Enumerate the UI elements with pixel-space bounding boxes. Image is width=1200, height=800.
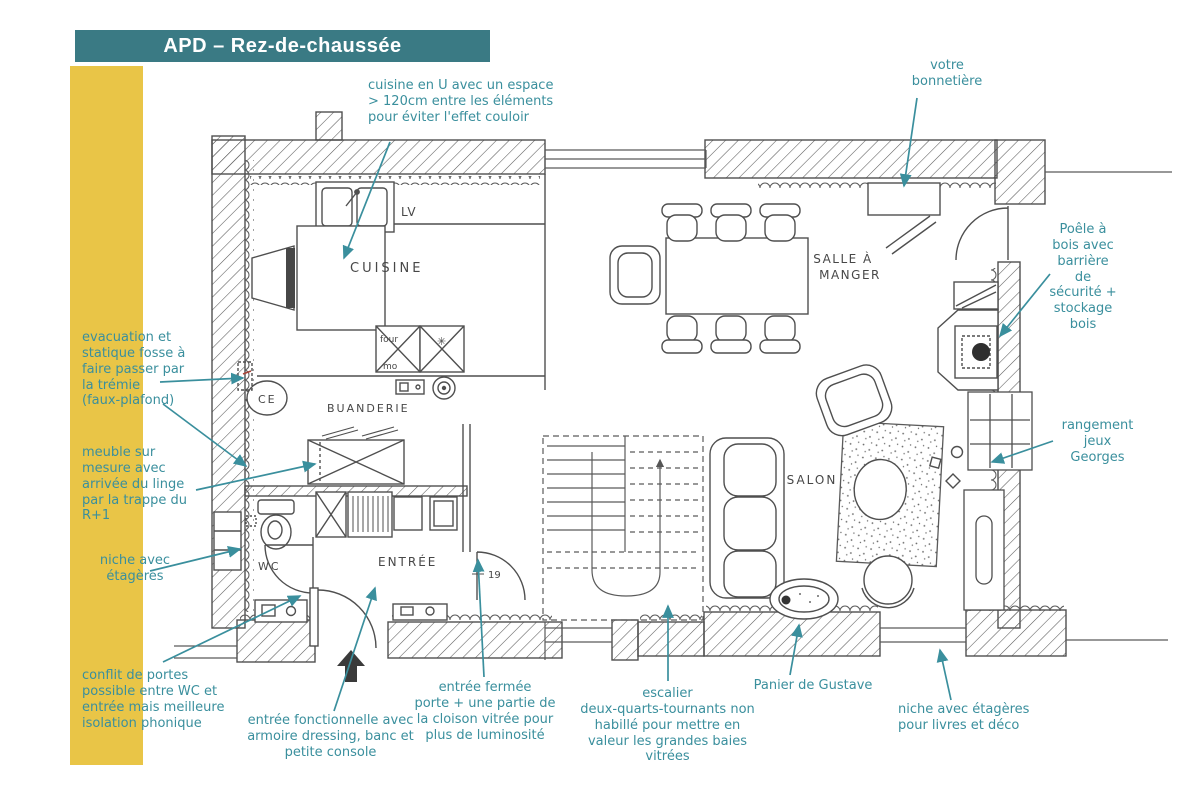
label-buanderie: BUANDERIE — [327, 402, 410, 415]
annotation-bonnetiere: votre bonnetière — [911, 58, 983, 89]
label-wc: WC — [258, 560, 281, 573]
dining-table — [665, 237, 809, 315]
label-ce: CE — [258, 393, 277, 406]
oven-microwave-column — [375, 325, 465, 373]
page-title: APD – Rez-de-chaussée — [75, 30, 490, 62]
annotation-meuble-linge: meuble sur mesure avec arrivée du linge … — [82, 445, 187, 524]
armchair-bottom — [861, 555, 915, 609]
laundry-appliances — [395, 376, 456, 400]
wc-room — [213, 499, 314, 623]
back-door — [955, 206, 1009, 261]
dining-chairs — [661, 203, 801, 354]
label-cuisine: CUISINE — [350, 261, 423, 276]
entry-storage — [315, 491, 458, 538]
water-heater — [246, 380, 288, 416]
annotation-entree-fonctionnelle: entrée fonctionnelle avec armoire dressi… — [247, 713, 414, 760]
kitchen — [237, 174, 546, 416]
annotation-evacuation: evacuation et statique fosse à faire pas… — [82, 330, 186, 409]
annotation-escalier: escalier deux-quarts-tournants non habil… — [580, 686, 755, 765]
wood-stove — [937, 281, 999, 391]
wc-door — [264, 544, 314, 594]
label-mo: mo — [383, 362, 398, 372]
annotation-cuisine-u: cuisine en U avec un espace > 120cm entr… — [368, 78, 554, 125]
rug — [835, 420, 945, 568]
books-niche — [963, 489, 1005, 611]
decor-side-tables — [928, 445, 964, 489]
label-four: four — [380, 335, 398, 345]
label-entree: ENTRÉE — [378, 554, 437, 569]
plan-labels: LV CUISINE four mo ✳ CE BUANDERIE WC ENT… — [258, 205, 881, 581]
toilet — [257, 499, 295, 515]
front-door-leaf — [309, 587, 319, 647]
annotation-niche-etageres: niche avec étagères — [99, 553, 171, 584]
annotation-niche-livres: niche avec étagères pour livres et déco — [898, 702, 1030, 733]
annotation-rangement-jeux: rangement jeux Georges — [1061, 418, 1134, 465]
kitchen-sink — [315, 181, 395, 233]
yellow-stripe — [70, 66, 143, 765]
head-armchair — [609, 245, 661, 305]
entrance-arrow-icon — [337, 650, 365, 682]
annotation-poele: Poêle à bois avec barrière de sécurité +… — [1049, 222, 1117, 333]
glazed-partition-door — [476, 551, 526, 601]
kitchen-hood — [251, 245, 295, 311]
laundry-room — [244, 424, 471, 552]
label-lv: LV — [401, 205, 417, 219]
annotation-conflit-portes: conflit de portes possible entre WC et e… — [82, 668, 225, 731]
bonnetiere-wardrobe — [867, 182, 941, 216]
wall-niche-shelves — [213, 511, 242, 571]
stair-direction-arrow — [591, 452, 665, 597]
staircase — [542, 435, 704, 621]
annotation-entree-fermee: entrée fermée porte + une partie de la c… — [414, 680, 556, 743]
games-storage — [967, 391, 1033, 471]
label-19: 19 — [488, 570, 501, 581]
front-door-swing — [317, 589, 377, 649]
living-room — [709, 364, 964, 620]
windows — [174, 149, 1172, 660]
label-salle-2: MANGER — [819, 268, 881, 282]
label-salle-1: SALLE À — [813, 251, 873, 266]
kitchen-island — [296, 225, 386, 331]
label-hob: ✳ — [437, 335, 446, 348]
armchair-top — [815, 364, 893, 437]
dog-basket — [769, 578, 839, 620]
annotation-panier-gustave: Panier de Gustave — [753, 678, 873, 693]
label-salon: SALON — [787, 473, 838, 487]
entry-hall — [309, 491, 526, 682]
annotation-arrows — [149, 97, 1054, 712]
dining-room — [609, 182, 1009, 354]
washbasin — [254, 599, 308, 623]
